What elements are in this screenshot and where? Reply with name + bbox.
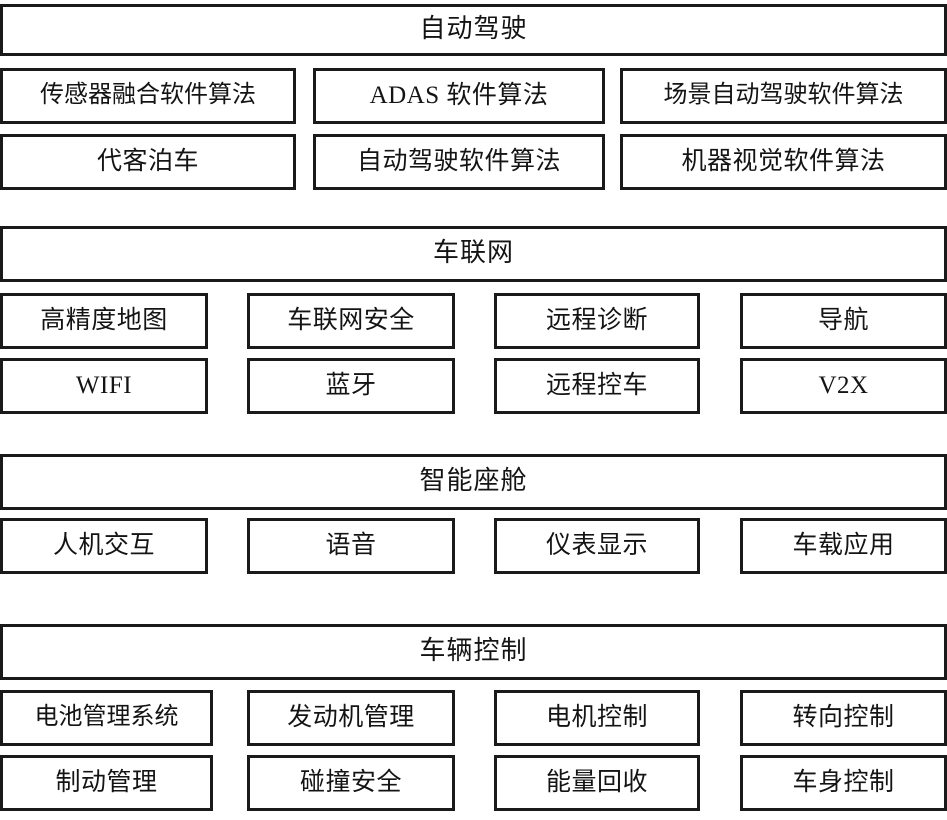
leaf-steering-control[interactable]: 转向控制 [740, 690, 947, 746]
leaf-label: ADAS 软件算法 [369, 81, 549, 109]
leaf-remote-diagnostics[interactable]: 远程诊断 [494, 293, 700, 349]
leaf-label: 自动驾驶软件算法 [356, 147, 561, 175]
leaf-label: 蓝牙 [325, 371, 377, 399]
leaf-motor-control[interactable]: 电机控制 [494, 690, 700, 746]
leaf-human-machine-interaction[interactable]: 人机交互 [0, 518, 208, 574]
section-header-label: 车辆控制 [419, 636, 528, 665]
leaf-instrument-display[interactable]: 仪表显示 [494, 518, 700, 574]
leaf-label: WIFI [75, 371, 133, 399]
leaf-label: 场景自动驾驶软件算法 [663, 82, 904, 108]
leaf-brake-management[interactable]: 制动管理 [0, 755, 213, 811]
leaf-body-control[interactable]: 车身控制 [740, 755, 947, 811]
section-autonomous-driving: 自动驾驶 传感器融合软件算法 ADAS 软件算法 场景自动驾驶软件算法 代客泊车… [0, 0, 947, 192]
section-header-label: 智能座舱 [419, 466, 528, 495]
section-smart-cockpit: 智能座舱 人机交互 语音 仪表显示 车载应用 [0, 454, 947, 578]
section-header-label: 自动驾驶 [419, 14, 528, 43]
leaf-navigation[interactable]: 导航 [740, 293, 947, 349]
section-header-vehicle-control: 车辆控制 [0, 624, 947, 680]
leaf-autonomous-driving-algorithm[interactable]: 自动驾驶软件算法 [313, 134, 605, 190]
leaf-label: 人机交互 [52, 531, 155, 559]
leaf-remote-vehicle-control[interactable]: 远程控车 [494, 358, 700, 414]
leaf-label: V2X [818, 371, 869, 399]
leaf-label: 车联网安全 [287, 306, 415, 334]
leaf-label: 电池管理系统 [34, 704, 179, 730]
leaf-label: 机器视觉软件算法 [681, 147, 886, 175]
leaf-wifi[interactable]: WIFI [0, 358, 208, 414]
leaf-connected-vehicle-security[interactable]: 车联网安全 [247, 293, 455, 349]
leaf-valet-parking[interactable]: 代客泊车 [0, 134, 296, 190]
leaf-v2x[interactable]: V2X [740, 358, 947, 414]
leaf-label: 电机控制 [545, 703, 648, 731]
leaf-label: 传感器融合软件算法 [40, 82, 256, 108]
leaf-label: 高精度地图 [40, 306, 168, 334]
leaf-label: 发动机管理 [287, 703, 415, 731]
section-header-smart-cockpit: 智能座舱 [0, 454, 947, 510]
leaf-in-vehicle-apps[interactable]: 车载应用 [740, 518, 947, 574]
leaf-hd-map[interactable]: 高精度地图 [0, 293, 208, 349]
leaf-label: 制动管理 [55, 768, 158, 796]
leaf-sensor-fusion-algorithm[interactable]: 传感器融合软件算法 [0, 68, 296, 124]
leaf-machine-vision-algorithm[interactable]: 机器视觉软件算法 [620, 134, 947, 190]
leaf-bluetooth[interactable]: 蓝牙 [247, 358, 455, 414]
leaf-label: 车载应用 [792, 531, 895, 559]
leaf-crash-safety[interactable]: 碰撞安全 [247, 755, 455, 811]
section-vehicle-control: 车辆控制 电池管理系统 发动机管理 电机控制 转向控制 制动管理 碰撞安全 能量… [0, 624, 947, 820]
section-header-autonomous-driving: 自动驾驶 [0, 4, 947, 56]
leaf-label: 导航 [817, 306, 869, 334]
leaf-label: 车身控制 [792, 768, 895, 796]
leaf-engine-management[interactable]: 发动机管理 [247, 690, 455, 746]
section-header-label: 车联网 [432, 238, 514, 267]
leaf-adas-algorithm[interactable]: ADAS 软件算法 [313, 68, 605, 124]
leaf-label: 远程控车 [545, 371, 648, 399]
leaf-label: 能量回收 [545, 768, 648, 796]
leaf-energy-recovery[interactable]: 能量回收 [494, 755, 700, 811]
leaf-voice[interactable]: 语音 [247, 518, 455, 574]
leaf-label: 转向控制 [792, 703, 895, 731]
leaf-label: 语音 [325, 531, 377, 559]
leaf-label: 仪表显示 [545, 531, 648, 559]
leaf-label: 代客泊车 [96, 147, 199, 175]
section-connected-vehicle: 车联网 高精度地图 车联网安全 远程诊断 导航 WIFI 蓝牙 远程控车 V2X [0, 226, 947, 418]
leaf-label: 远程诊断 [545, 306, 648, 334]
leaf-battery-management-system[interactable]: 电池管理系统 [0, 690, 213, 746]
leaf-scenario-autonomous-driving-algorithm[interactable]: 场景自动驾驶软件算法 [620, 68, 947, 124]
leaf-label: 碰撞安全 [299, 768, 402, 796]
section-header-connected-vehicle: 车联网 [0, 226, 947, 282]
